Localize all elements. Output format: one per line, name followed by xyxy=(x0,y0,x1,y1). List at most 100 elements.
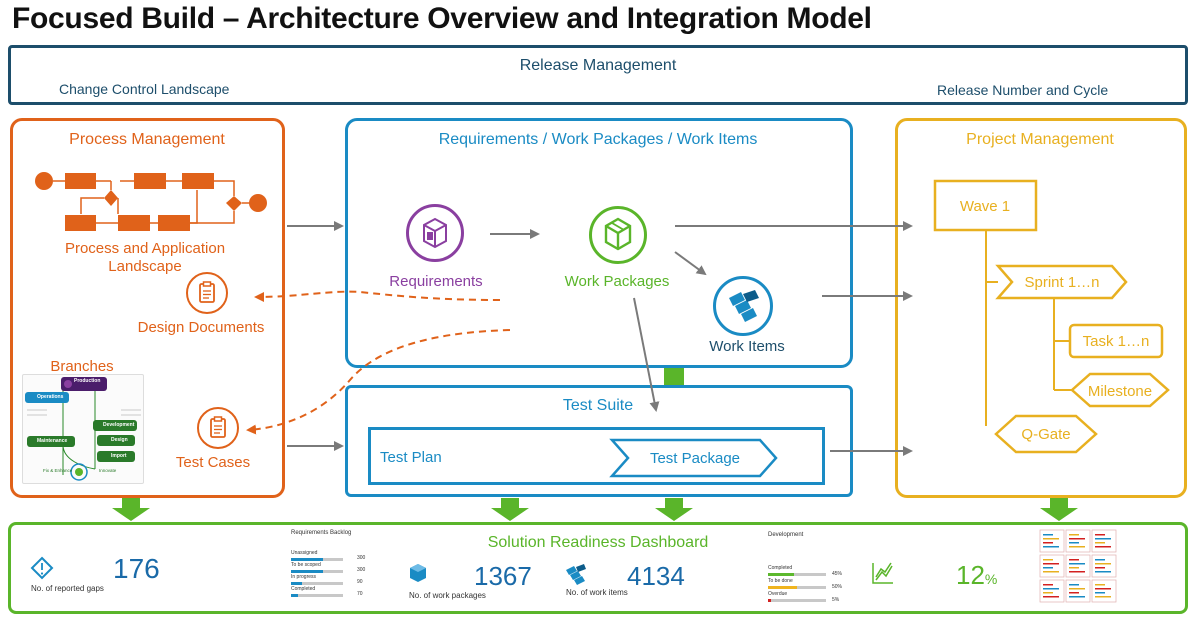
process-landscape-label-1: Process and Application xyxy=(64,240,226,257)
report-thumbnail xyxy=(1039,529,1065,553)
release-number-label: Release Number and Cycle xyxy=(937,82,1109,98)
backlog-bar-fill xyxy=(291,594,299,597)
branch-design: Design xyxy=(111,437,128,443)
requirements-icon xyxy=(406,204,464,262)
branch-production: Production xyxy=(74,378,101,384)
backlog-bar-track xyxy=(291,570,343,573)
branch-fix: Fix & Enhance xyxy=(43,468,73,473)
percentage-unit: % xyxy=(984,571,998,587)
branches-diagram: Production Operations Maintenance Develo… xyxy=(22,374,144,484)
report-thumbnails xyxy=(1039,529,1117,604)
backlog-bar-fill xyxy=(291,582,303,585)
backlog-title: Requirements Backlog xyxy=(291,530,352,536)
release-management-box xyxy=(8,45,1188,105)
branches-label: Branches xyxy=(50,358,114,375)
backlog-row-label: Unassigned xyxy=(291,550,318,556)
change-control-label: Change Control Landscape xyxy=(59,81,230,97)
test-suite-box xyxy=(345,385,853,497)
branch-maintenance: Maintenance xyxy=(37,438,68,444)
branch-operations: Operations xyxy=(37,394,64,400)
work-packages-label: Work Packages xyxy=(564,273,670,290)
wave-label: Wave 1 xyxy=(959,198,1011,215)
backlog-row-label: Completed xyxy=(291,586,316,592)
development-bar-track xyxy=(768,586,826,589)
backlog-bar-fill xyxy=(291,558,324,561)
branch-import: Import xyxy=(111,453,127,459)
gaps-label: No. of reported gaps xyxy=(31,584,104,593)
work-packages-icon xyxy=(589,206,647,264)
test-plan-box xyxy=(368,427,825,485)
development-row-label: Overdue xyxy=(768,591,788,597)
project-management-box xyxy=(895,118,1187,498)
development-bar-fill xyxy=(768,573,795,576)
development-title: Development xyxy=(768,532,804,538)
process-management-title: Process Management xyxy=(69,131,225,148)
requirements-box xyxy=(345,118,853,368)
percentage-number: 12 xyxy=(956,560,985,590)
development-row-label: To be done xyxy=(768,578,793,584)
report-thumbnail xyxy=(1091,529,1117,553)
development-row-label: Completed xyxy=(768,565,793,571)
backlog-bar-fill xyxy=(291,570,324,573)
report-thumbnail xyxy=(1065,579,1091,603)
work-packages-value: 1367 xyxy=(474,561,532,591)
test-cases-label: Test Cases xyxy=(175,454,251,471)
release-management-title: Release Management xyxy=(519,57,677,74)
milestone-label: Milestone xyxy=(1087,383,1153,400)
gaps-value: 176 xyxy=(113,553,160,584)
requirements-box-title: Requirements / Work Packages / Work Item… xyxy=(438,131,758,148)
process-management-box xyxy=(10,118,285,498)
work-items-count-label: No. of work items xyxy=(566,588,628,597)
report-thumbnail xyxy=(1039,579,1065,603)
report-thumbnail xyxy=(1091,579,1117,603)
test-suite-title: Test Suite xyxy=(562,397,634,414)
backlog-row-value: 300 xyxy=(357,567,366,573)
branch-development: Development xyxy=(103,422,135,428)
test-plan-label: Test Plan xyxy=(380,449,442,466)
development-bar-fill xyxy=(768,599,771,602)
development-bar-track xyxy=(768,599,826,602)
report-thumbnail xyxy=(1039,554,1065,578)
backlog-row-value: 300 xyxy=(357,555,366,561)
development-bar-track xyxy=(768,573,826,576)
dashboard-title: Solution Readiness Dashboard xyxy=(487,534,709,551)
process-landscape-label-2: Landscape xyxy=(108,258,182,275)
work-items-label: Work Items xyxy=(709,338,785,355)
dashboard-box xyxy=(8,522,1188,614)
requirements-label: Requirements xyxy=(389,273,483,290)
backlog-row-value: 90 xyxy=(357,579,363,585)
backlog-bar-track xyxy=(291,558,343,561)
work-items-icon xyxy=(713,276,773,336)
work-items-value: 4134 xyxy=(627,561,685,591)
report-thumbnail xyxy=(1065,529,1091,553)
report-thumbnail xyxy=(1065,554,1091,578)
task-label: Task 1…n xyxy=(1082,333,1150,350)
backlog-bar-track xyxy=(291,594,343,597)
clipboard-icon xyxy=(186,272,228,314)
sprint-label: Sprint 1…n xyxy=(1024,274,1100,291)
project-management-title: Project Management xyxy=(966,131,1114,148)
test-case-clipboard-icon xyxy=(197,407,239,449)
qgate-label: Q-Gate xyxy=(1021,426,1071,443)
backlog-bar-track xyxy=(291,582,343,585)
report-thumbnail xyxy=(1091,554,1117,578)
development-row-value: 50% xyxy=(832,584,843,590)
test-package-label: Test Package xyxy=(649,450,741,467)
backlog-row-label: To be scoped xyxy=(291,562,321,568)
page-title: Focused Build – Architecture Overview an… xyxy=(12,2,872,35)
development-row-value: 5% xyxy=(832,597,840,603)
work-packages-count-label: No. of work packages xyxy=(409,591,486,600)
design-documents-label: Design Documents xyxy=(137,319,265,336)
backlog-row-label: In progress xyxy=(291,574,317,580)
development-row-value: 45% xyxy=(832,571,843,577)
backlog-row-value: 70 xyxy=(357,591,363,597)
development-bar-fill xyxy=(768,586,797,589)
